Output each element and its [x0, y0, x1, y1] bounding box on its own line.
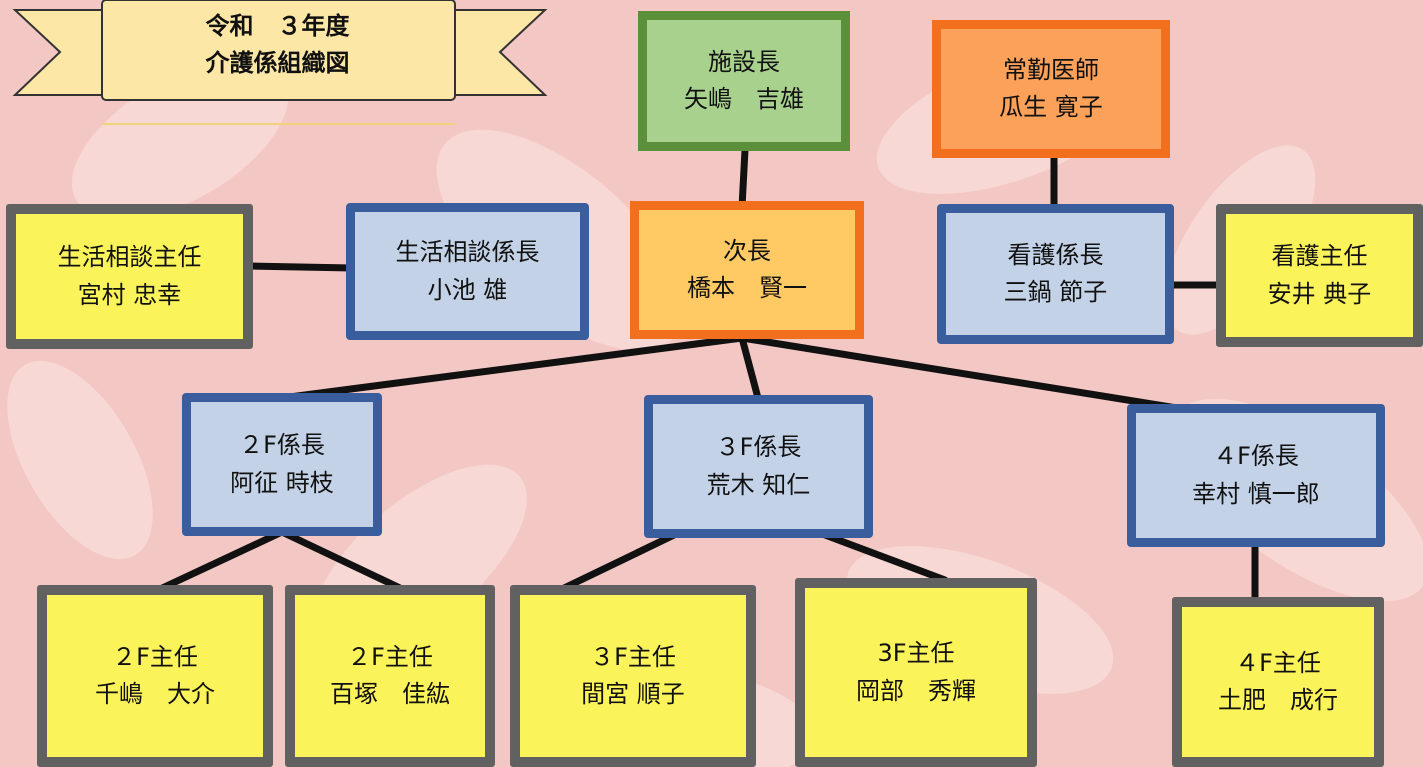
- edge-deputy-f4: [738, 334, 1212, 417]
- edge-f2-lead-a: [154, 528, 286, 594]
- node-f4-chief: ４F係長 幸村 慎一郎: [1127, 404, 1385, 547]
- node-f4-lead: ４F主任 土肥 成行: [1172, 597, 1384, 767]
- node-name: 千嶋 大介: [95, 680, 215, 708]
- node-f2-chief: ２F係長 阿征 時枝: [182, 393, 382, 536]
- edge-f3-lead-b: [821, 531, 949, 584]
- node-doctor: 常勤医師 瓜生 寛子: [932, 20, 1170, 158]
- node-role: ３F主任: [590, 642, 676, 671]
- node-nursing-chief: 看護係長 三鍋 節子: [937, 204, 1174, 344]
- node-role: 生活相談主任: [57, 243, 202, 272]
- edge-f2-lead-b: [278, 528, 404, 592]
- node-name: 岡部 秀輝: [856, 676, 976, 705]
- node-role: ２F主任: [112, 642, 198, 671]
- title-line-2: 介護係組織図: [205, 49, 350, 78]
- node-nursing-lead: 看護主任 安井 典子: [1216, 204, 1423, 347]
- node-consult-lead: 生活相談主任 宮村 忠幸: [6, 204, 253, 349]
- node-name: 矢嶋 吉雄: [684, 85, 804, 113]
- node-role: 常勤医師: [1003, 55, 1099, 84]
- node-role: 3F主任: [877, 639, 955, 668]
- node-name: 橋本 賢一: [687, 274, 807, 302]
- node-name: 幸村 慎一郎: [1192, 479, 1320, 508]
- node-name: 小池 雄: [427, 275, 508, 304]
- node-role: 施設長: [708, 47, 780, 76]
- edge-f3-lead-a: [556, 531, 678, 594]
- node-f3-lead-a: ３F主任 間宮 順子: [510, 585, 756, 767]
- node-deputy: 次長 橋本 賢一: [630, 201, 864, 339]
- node-name: 百塚 佳紘: [330, 680, 450, 708]
- node-role: ４F係長: [1213, 442, 1299, 471]
- node-role: ４F主任: [1235, 648, 1321, 677]
- node-f3-chief: ３F係長 荒木 知仁: [644, 395, 873, 538]
- title-line-1: 令和 ３年度: [205, 12, 350, 40]
- node-role: 看護係長: [1007, 240, 1104, 269]
- edge-deputy-f3: [738, 334, 762, 402]
- node-consult-chief: 生活相談係長 小池 雄: [346, 203, 589, 340]
- title-banner: [12, 0, 548, 125]
- node-name: 荒木 知仁: [706, 470, 811, 499]
- node-name: 宮村 忠幸: [77, 280, 182, 309]
- node-role: 次長: [723, 236, 771, 265]
- node-name: 瓜生 寛子: [999, 93, 1103, 121]
- node-role: 生活相談係長: [395, 238, 540, 267]
- node-role: ２F主任: [347, 642, 433, 671]
- node-role: ２F係長: [239, 431, 325, 460]
- node-f2-lead-a: ２F主任 千嶋 大介: [37, 585, 273, 767]
- node-f3-lead-b: 3F主任 岡部 秀輝: [795, 578, 1037, 767]
- node-name: 三鍋 節子: [1003, 278, 1108, 306]
- edge-consult-lead-chief: [246, 262, 356, 272]
- node-role: 看護主任: [1271, 242, 1368, 271]
- node-name: 間宮 順子: [581, 680, 685, 708]
- node-f2-lead-b: ２F主任 百塚 佳紘: [285, 585, 495, 767]
- edge-deputy-f2: [278, 334, 746, 402]
- node-director: 施設長 矢嶋 吉雄: [638, 11, 850, 151]
- node-name: 安井 典子: [1267, 279, 1372, 308]
- edge-director-deputy: [738, 146, 749, 211]
- node-name: 阿征 時枝: [230, 468, 334, 497]
- node-role: ３F係長: [715, 433, 802, 462]
- chart-title: 令和 ３年度 介護係組織図: [105, 8, 450, 82]
- node-name: 土肥 成行: [1218, 686, 1338, 714]
